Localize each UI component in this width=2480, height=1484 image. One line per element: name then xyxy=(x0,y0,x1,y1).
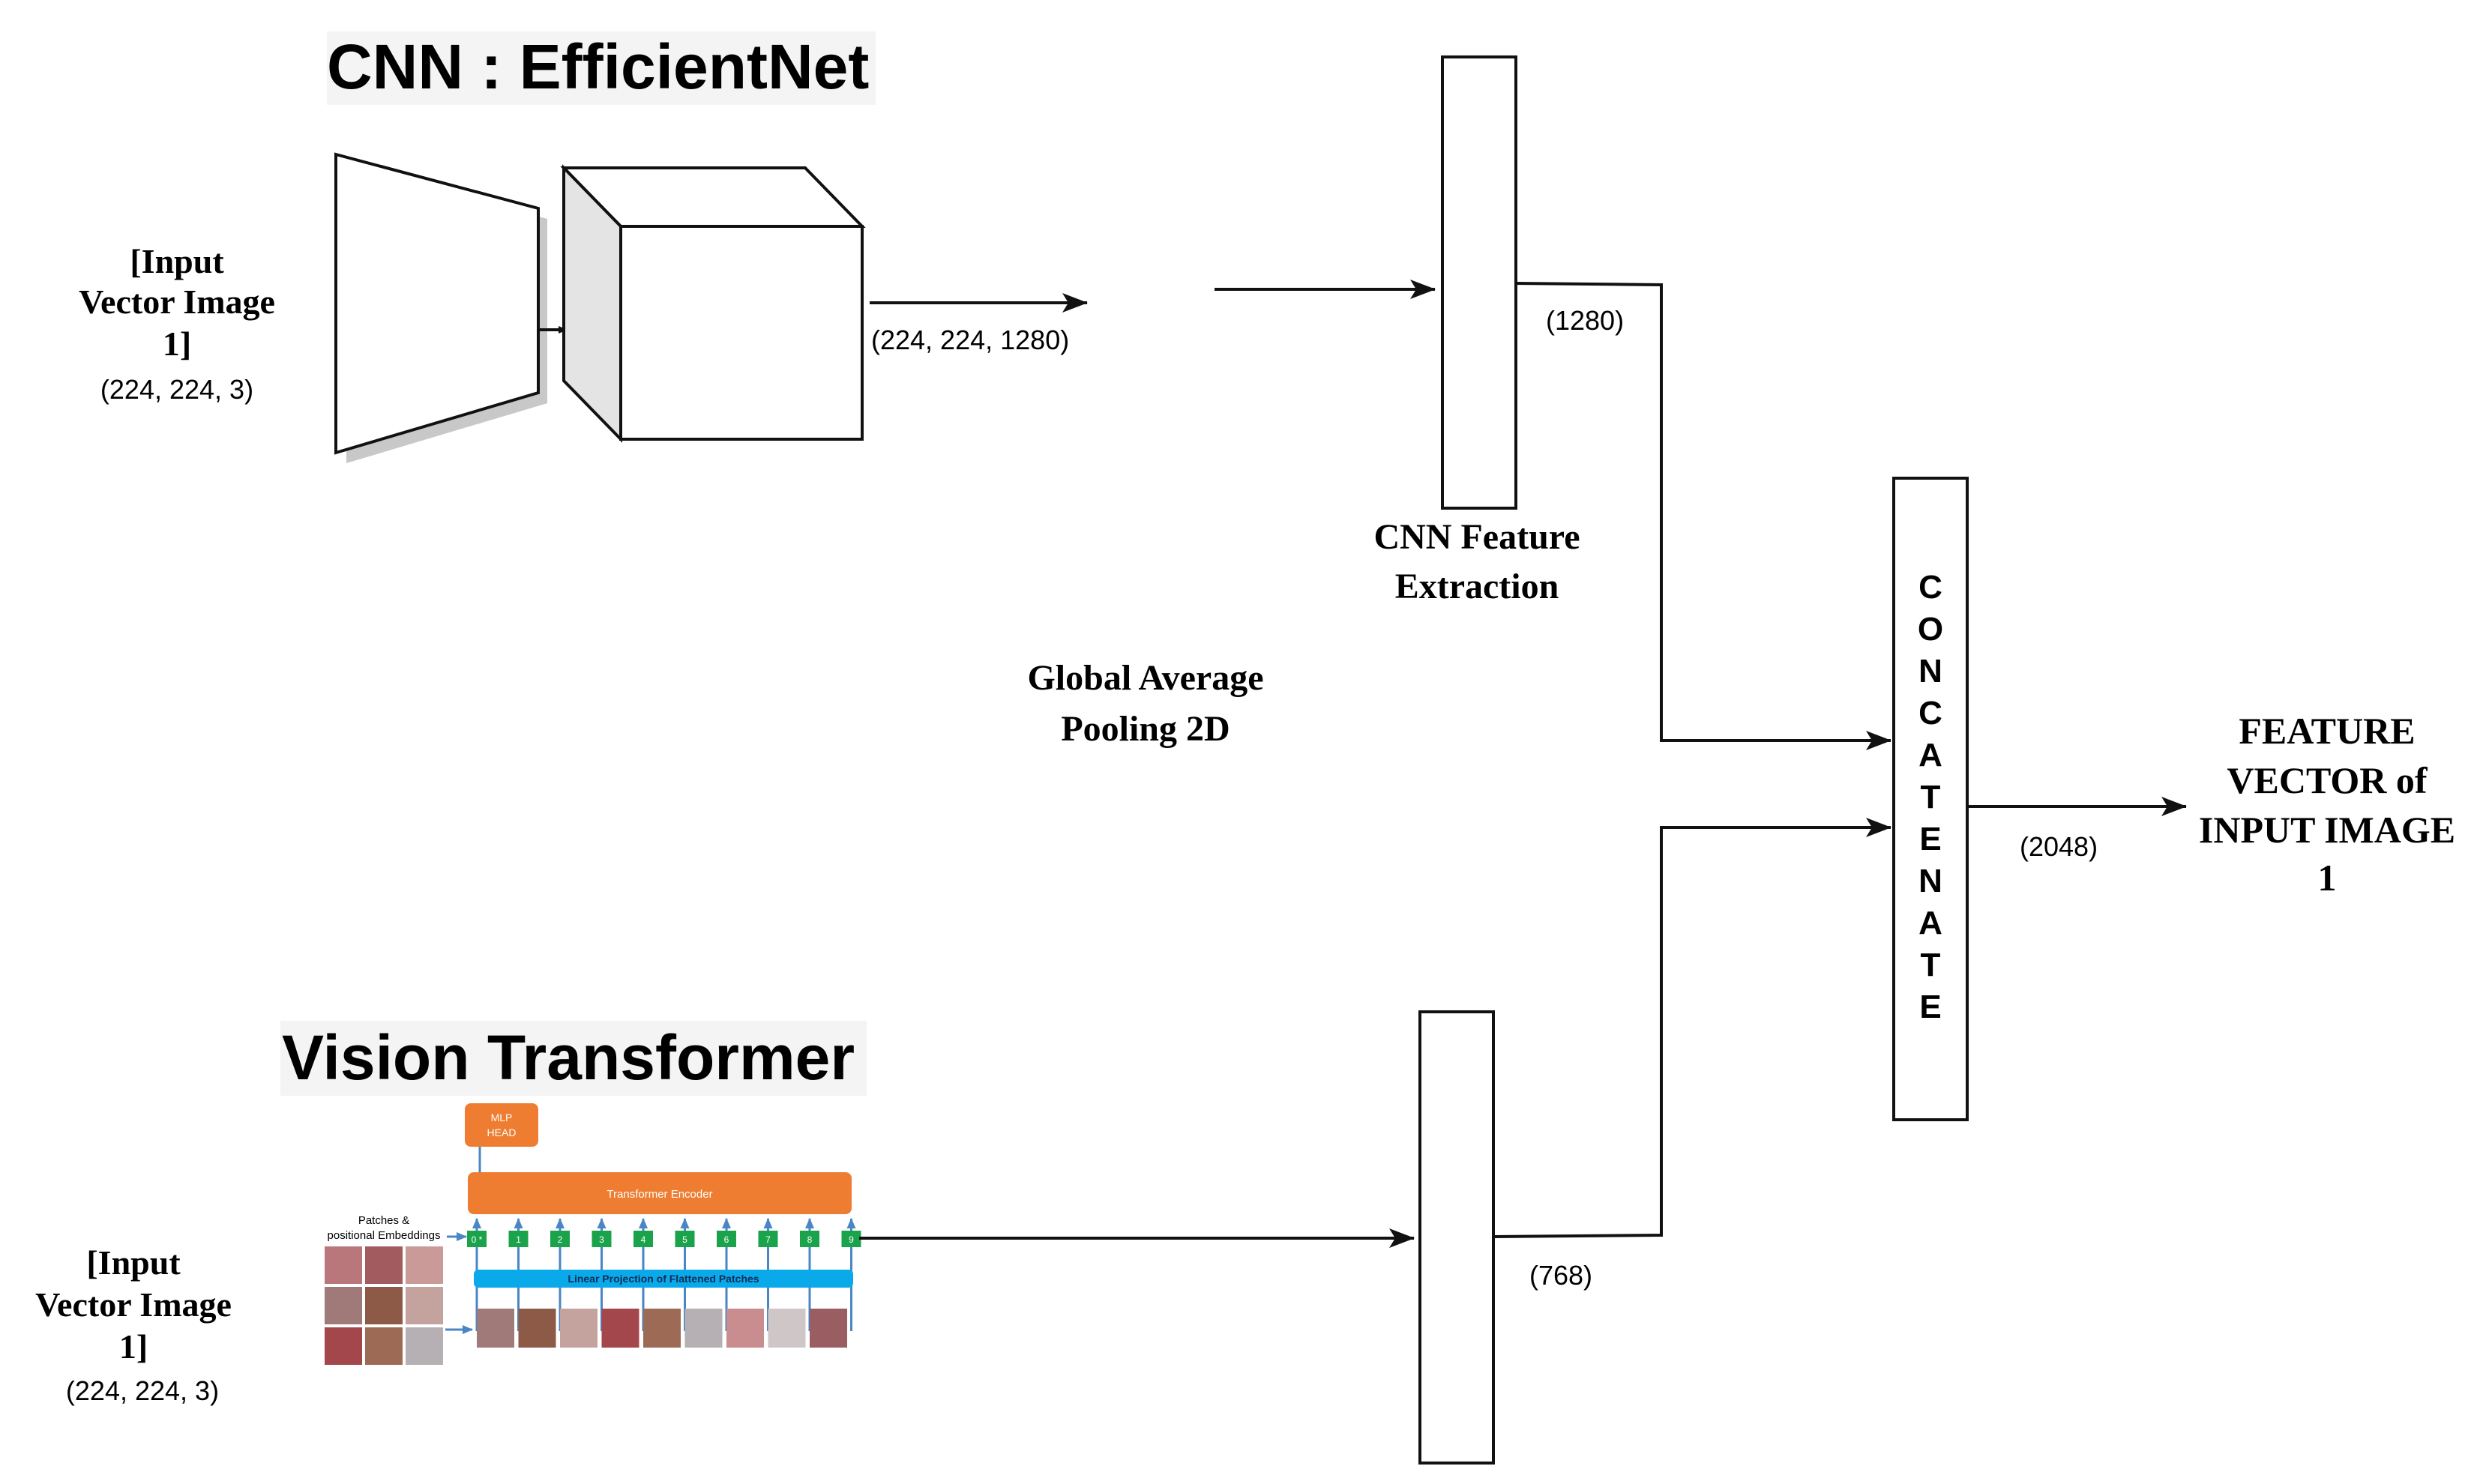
output-label-line-2: VECTOR of xyxy=(2227,759,2428,801)
flattened-patch xyxy=(601,1309,639,1348)
flattened-patch xyxy=(684,1309,723,1348)
token-box xyxy=(758,1231,778,1247)
token-box xyxy=(717,1231,736,1247)
vit-feature-dim: (768) xyxy=(1529,1260,1592,1291)
token-label: 7 xyxy=(765,1234,771,1245)
flattened-patch-strip xyxy=(477,1309,847,1348)
concatenate-letter: T xyxy=(1921,779,1941,815)
concatenate-letter: A xyxy=(1918,737,1942,773)
mlp-head-label-line-2: HEAD xyxy=(487,1126,517,1138)
vit-to-concat-connector xyxy=(1493,818,1891,1238)
image-patch xyxy=(404,1285,445,1326)
concatenate-letter: N xyxy=(1918,653,1942,690)
vit-input-label-line-3: 1] xyxy=(119,1327,148,1366)
cnn-feature-label-line-1: CNN Feature xyxy=(1373,517,1580,557)
token-label: 0 * xyxy=(472,1234,483,1245)
token-label: 2 xyxy=(558,1234,563,1245)
mlp-head-box xyxy=(465,1103,538,1147)
image-patch xyxy=(323,1326,364,1366)
cnn-cube xyxy=(560,164,866,443)
token-label: 4 xyxy=(641,1234,646,1245)
token-box xyxy=(592,1231,612,1247)
linear-projection-bar xyxy=(474,1270,853,1288)
token-box xyxy=(467,1231,487,1247)
flattened-patch xyxy=(810,1309,847,1348)
cnn-output-shape: (224, 224, 1280) xyxy=(871,325,1069,355)
token-label: 9 xyxy=(849,1234,854,1245)
token-box xyxy=(675,1231,695,1247)
token-box xyxy=(841,1231,861,1247)
image-patch-grid xyxy=(323,1245,445,1366)
image-patch xyxy=(323,1245,364,1285)
flattened-patch xyxy=(726,1309,764,1348)
mlp-head-label-line-1: MLP xyxy=(491,1112,513,1123)
pooling-label: Global Average Pooling 2D xyxy=(1027,658,1263,749)
output-label-line-3: INPUT IMAGE xyxy=(2199,809,2455,851)
cnn-to-concat-connector xyxy=(1515,282,1891,750)
concatenate-letter: C xyxy=(1918,569,1942,606)
concatenate-letter: C xyxy=(1918,695,1942,732)
concatenate-letter: A xyxy=(1918,905,1942,941)
transformer-encoder-box xyxy=(468,1172,852,1214)
cnn-title-text: CNN : EfficientNet xyxy=(327,31,869,102)
output-label-line-4: 1 xyxy=(2318,857,2337,899)
vit-schematic: MLP HEAD Transformer Encoder Patches & p… xyxy=(323,1103,861,1366)
pooling-label-line-1: Global Average xyxy=(1027,658,1263,698)
output-label-line-1: FEATURE xyxy=(2239,710,2415,752)
token-box xyxy=(633,1231,653,1247)
concatenate-letter: T xyxy=(1921,947,1941,983)
image-patch xyxy=(364,1245,404,1285)
image-patch xyxy=(404,1245,445,1285)
patches-label-line-2: positional Embeddings xyxy=(328,1229,441,1242)
token-label: 6 xyxy=(724,1234,729,1245)
flattened-patch xyxy=(560,1309,598,1348)
image-patch xyxy=(364,1285,404,1326)
flattened-patch xyxy=(643,1309,681,1348)
vit-feature-block xyxy=(1418,1010,1495,1465)
concatenate-letter: E xyxy=(1919,821,1941,857)
cnn-input-label-line-1: [Input xyxy=(130,242,224,280)
vit-input-label-line-1: [Input xyxy=(86,1243,181,1282)
token-box xyxy=(508,1231,529,1247)
cnn-input-label-line-3: 1] xyxy=(163,325,191,363)
transformer-encoder-label: Transformer Encoder xyxy=(607,1188,712,1201)
linear-projection-label: Linear Projection of Flattened Patches xyxy=(568,1273,759,1285)
vit-input-shape: (224, 224, 3) xyxy=(66,1375,219,1406)
token-label: 8 xyxy=(807,1234,813,1245)
output-label: FEATURE VECTOR of INPUT IMAGE 1 xyxy=(2199,710,2455,899)
flattened-patch xyxy=(768,1309,806,1348)
token-label: 1 xyxy=(516,1234,521,1245)
cnn-title: CNN : EfficientNet xyxy=(327,31,876,105)
concatenate-letter: E xyxy=(1919,989,1941,1025)
token-label: 5 xyxy=(682,1234,687,1245)
concatenate-block xyxy=(1892,477,1969,1121)
cnn-feature-label: CNN Feature Extraction xyxy=(1373,517,1580,606)
image-patch xyxy=(364,1326,404,1366)
cnn-input-label-line-2: Vector Image xyxy=(79,283,275,321)
concatenate-letter: O xyxy=(1918,611,1943,648)
cnn-feature-dim: (1280) xyxy=(1546,305,1624,336)
cnn-feature-label-line-2: Extraction xyxy=(1395,567,1559,606)
token-box xyxy=(550,1231,570,1247)
pooling-label-line-2: Pooling 2D xyxy=(1061,709,1230,749)
image-patch xyxy=(404,1326,445,1366)
flattened-patch xyxy=(518,1309,556,1348)
cnn-input-trapezoid xyxy=(334,152,568,463)
vit-input-label-line-2: Vector Image xyxy=(35,1285,232,1324)
cnn-feature-block xyxy=(1441,55,1517,510)
vit-title: Vision Transformer xyxy=(280,1021,867,1096)
concat-output-dim: (2048) xyxy=(2020,831,2098,862)
patches-label-line-1: Patches & xyxy=(358,1214,409,1227)
token-label: 3 xyxy=(599,1234,604,1245)
cnn-input-shape: (224, 224, 3) xyxy=(100,374,253,405)
token-box xyxy=(800,1231,819,1247)
cnn-input-label: [Input Vector Image 1] (224, 224, 3) xyxy=(79,242,275,405)
concatenate-letter: N xyxy=(1918,863,1942,899)
vit-title-text: Vision Transformer xyxy=(282,1022,855,1093)
flattened-patch xyxy=(477,1309,514,1348)
vit-input-label: [Input Vector Image 1] (224, 224, 3) xyxy=(35,1243,232,1406)
image-patch xyxy=(323,1285,364,1326)
